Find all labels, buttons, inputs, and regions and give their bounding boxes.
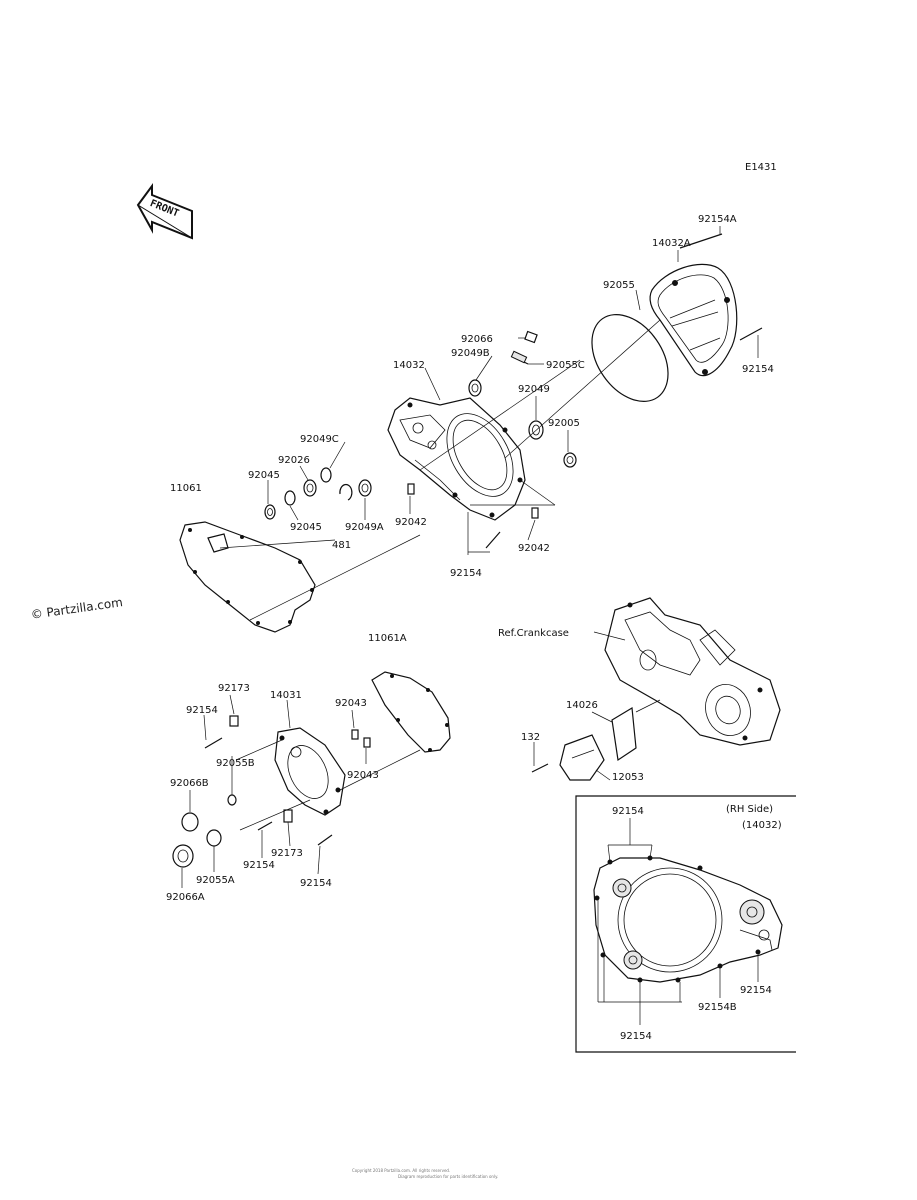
label-92154-left-3: 92154	[300, 878, 332, 889]
plug-92066A[interactable]	[172, 844, 194, 868]
gasket-11061A[interactable]	[371, 671, 451, 753]
label-92154-mid: 92154	[450, 568, 482, 579]
inset-label-92154-right: 92154	[740, 985, 772, 996]
ref-crankcase[interactable]	[604, 597, 781, 746]
dowel-92043-b[interactable]	[363, 737, 371, 748]
label-92154A: 92154A	[698, 214, 737, 225]
label-92049: 92049	[518, 384, 550, 395]
plug-92066B[interactable]	[181, 812, 199, 832]
label-92043-b: 92043	[347, 770, 379, 781]
label-481: 481	[332, 540, 351, 551]
label-14032: 14032	[393, 360, 425, 371]
dowel-92042-b[interactable]	[531, 507, 539, 519]
o-ring-92055[interactable]	[576, 300, 683, 415]
inset-subtitle: (14032)	[742, 820, 782, 831]
label-92049B: 92049B	[451, 348, 490, 359]
inset-frame	[575, 795, 796, 1053]
footer-line-2: Diagram reproduction for parts identific…	[398, 1174, 498, 1179]
label-11061: 11061	[170, 483, 202, 494]
part-14032-clutch-cover[interactable]	[387, 397, 527, 521]
bolt-92154A[interactable]	[679, 233, 723, 249]
label-92045-b: 92045	[290, 522, 322, 533]
spring-92055C[interactable]	[510, 350, 529, 365]
footer-line-1: Copyright 2018 Partzilla.com. All rights…	[352, 1168, 450, 1173]
bolt-92154-left-1[interactable]	[204, 737, 223, 749]
label-92042-b: 92042	[518, 543, 550, 554]
inset-label-92154-bottom: 92154	[620, 1031, 652, 1042]
label-92042-a: 92042	[395, 517, 427, 528]
label-92049A: 92049A	[345, 522, 384, 533]
o-ring-92055A[interactable]	[206, 829, 222, 847]
label-92045-a: 92045	[248, 470, 280, 481]
inset-title: (RH Side)	[726, 804, 773, 815]
label-92066B: 92066B	[170, 778, 209, 789]
o-ring-92055B[interactable]	[227, 794, 237, 806]
washer-92049C[interactable]	[320, 467, 332, 483]
gasket-11061A-holes	[390, 674, 449, 752]
collar-92173-b[interactable]	[283, 809, 293, 823]
label-92173-b: 92173	[271, 848, 303, 859]
gasket-11061[interactable]	[179, 521, 316, 633]
label-92154-left-1: 92154	[186, 705, 218, 716]
label-14031: 14031	[270, 690, 302, 701]
collar-92173-a[interactable]	[229, 715, 239, 727]
front-arrow-icon: FRONT	[136, 182, 193, 240]
dowel-92042-a[interactable]	[407, 483, 415, 495]
label-92154-left-2: 92154	[243, 860, 275, 871]
plug-481[interactable]	[207, 533, 229, 553]
circlip-92049A-ring[interactable]	[339, 483, 353, 501]
label-92066: 92066	[461, 334, 493, 345]
part-14026-bracket[interactable]	[611, 706, 637, 762]
bolt-92154-left-2[interactable]	[257, 821, 273, 831]
label-14026: 14026	[566, 700, 598, 711]
label-92055C: 92055C	[546, 360, 585, 371]
label-92066A: 92066A	[166, 892, 205, 903]
label-12053: 12053	[612, 772, 644, 783]
gasket-11061-holes	[188, 528, 314, 625]
part-14031-generator-cover[interactable]	[274, 727, 346, 816]
bolt-92154-top[interactable]	[739, 327, 763, 341]
leader-lines	[181, 226, 759, 888]
seal-92049[interactable]	[528, 420, 544, 440]
washer-92045-b[interactable]	[264, 504, 276, 520]
label-92055B: 92055B	[216, 758, 255, 769]
part-14032A-outer-cover[interactable]	[649, 263, 738, 377]
inset-label-92154B: 92154B	[698, 1002, 737, 1013]
label-11061A: 11061A	[368, 633, 407, 644]
dowel-92043-a[interactable]	[351, 729, 359, 740]
label-92043-a: 92043	[335, 698, 367, 709]
bolt-92154-left-3[interactable]	[317, 834, 333, 846]
label-92026: 92026	[278, 455, 310, 466]
inset-rh-side: (RH Side) (14032)	[575, 795, 796, 1053]
seal-92049A[interactable]	[358, 479, 372, 497]
label-92173-a: 92173	[218, 683, 250, 694]
watermark-text: © Partzilla.com	[30, 595, 124, 622]
washer-92045-a[interactable]	[284, 490, 296, 506]
label-14032A: 14032A	[652, 238, 691, 249]
inset-cover-14032[interactable]	[593, 855, 783, 983]
bolt-92154-mid[interactable]	[485, 531, 501, 549]
label-ref-crankcase: Ref.Crankcase	[498, 628, 569, 639]
label-92055: 92055	[603, 280, 635, 291]
seal-92049B[interactable]	[468, 379, 482, 397]
part-92066-plug[interactable]	[524, 330, 538, 344]
part-12053-guide[interactable]	[559, 734, 605, 781]
label-132: 132	[521, 732, 540, 743]
bolt-132[interactable]	[531, 763, 549, 773]
label-92005: 92005	[548, 418, 580, 429]
label-92055A: 92055A	[196, 875, 235, 886]
label-92154-top: 92154	[742, 364, 774, 375]
label-92049C: 92049C	[300, 434, 339, 445]
washer-92005[interactable]	[563, 452, 577, 468]
inset-label-92154-top: 92154	[612, 806, 644, 817]
diagram-code: E1431	[745, 162, 777, 173]
seal-92026[interactable]	[303, 479, 317, 497]
